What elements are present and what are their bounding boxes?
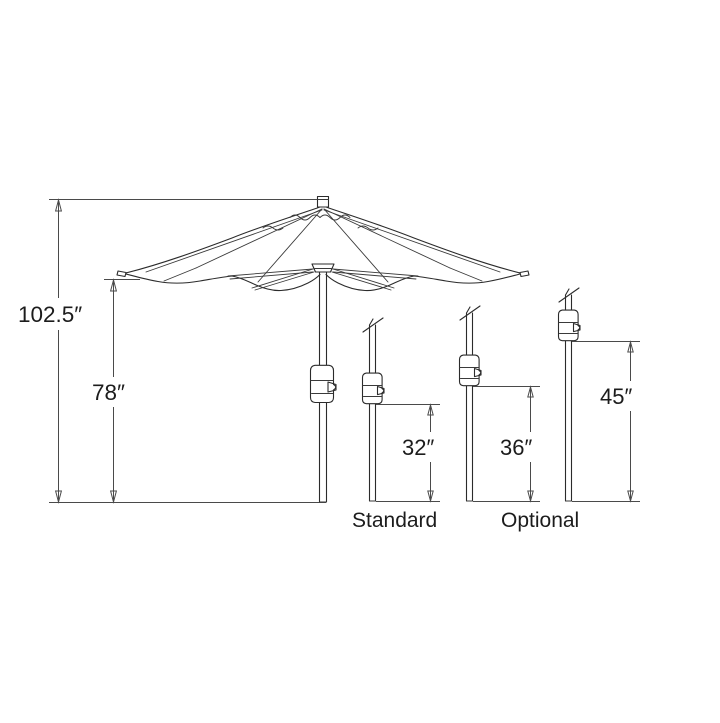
dimension-label-pole-optional-36: 36″ <box>500 435 532 460</box>
dimension-label-pole-standard-32: 32″ <box>402 435 434 460</box>
caption-standard: Standard <box>352 509 437 532</box>
crank-handle <box>309 364 337 404</box>
dimension-arrow-top-78 <box>109 278 118 292</box>
dimension-pole-standard-32: 32″ <box>376 403 458 503</box>
dimension-pole-optional-36: 36″ <box>473 385 558 503</box>
pole-standard-32: 32″ Standard <box>352 317 458 532</box>
crank-handle-32 <box>361 372 385 405</box>
dimension-label-pole-optional-45: 45″ <box>600 384 632 409</box>
crank-handle-45 <box>557 309 581 342</box>
hub <box>311 263 335 273</box>
dimension-arrow-top <box>54 198 63 212</box>
dimension-arrow-bottom <box>54 490 63 504</box>
crank-handle-36 <box>458 354 482 387</box>
canopy-tips <box>116 270 530 278</box>
pole-optional-36: 36″ Optional <box>458 305 579 532</box>
caption-optional: Optional <box>501 509 579 532</box>
finial <box>316 195 330 208</box>
dimension-text-mask <box>14 298 106 330</box>
dimension-pole-optional-45: 45″ <box>572 340 658 503</box>
dimension-label-clearance-height: 78″ <box>92 380 125 405</box>
dimension-text-mask-78 <box>88 377 148 407</box>
break-line-45 <box>558 287 580 303</box>
canopy-struts <box>163 267 483 291</box>
dimension-arrow-bottom-78 <box>109 490 118 504</box>
pole-optional-45: 45″ <box>557 287 658 503</box>
canopy <box>123 205 523 292</box>
dimension-label-overall-height: 102.5″ <box>18 302 82 327</box>
dimension-clearance-height: 78″ <box>88 278 148 504</box>
break-line-32 <box>362 317 384 333</box>
break-line-36 <box>459 305 481 321</box>
main-umbrella <box>116 195 530 503</box>
dimension-overall-height: 102.5″ <box>14 198 326 504</box>
